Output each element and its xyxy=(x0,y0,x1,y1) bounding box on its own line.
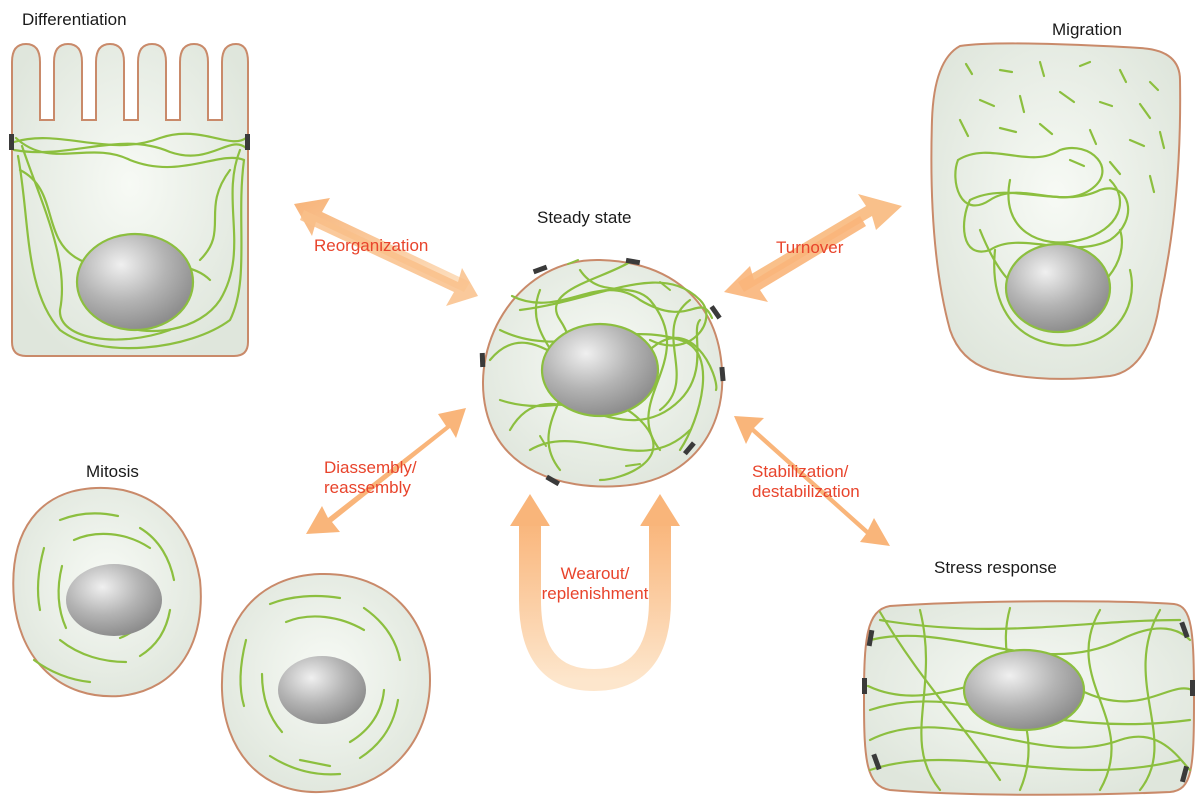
label-disassembly-line1: Diassembly/ xyxy=(324,458,417,478)
label-wearout-line1: Wearout/ xyxy=(540,564,650,584)
label-migration: Migration xyxy=(1052,20,1122,40)
mitosis-cell-right xyxy=(222,574,430,792)
migration-cell xyxy=(931,43,1180,378)
label-stabilization-line1: Stabilization/ xyxy=(752,462,860,482)
junction-marker xyxy=(9,134,14,150)
steady-state-cell xyxy=(480,258,726,487)
label-mitosis: Mitosis xyxy=(86,462,139,482)
label-disassembly-line2: reassembly xyxy=(324,478,417,498)
junction-marker xyxy=(1190,680,1195,696)
stress-response-cell xyxy=(862,601,1195,795)
label-wearout-line2: replenishment xyxy=(540,584,650,604)
label-stabilization: Stabilization/ destabilization xyxy=(752,462,860,502)
label-reorganization: Reorganization xyxy=(314,236,428,256)
mitosis-cell-left xyxy=(13,488,201,696)
junction-marker xyxy=(480,353,485,367)
label-stress-response: Stress response xyxy=(934,558,1057,578)
label-turnover: Turnover xyxy=(776,238,843,258)
junction-marker xyxy=(245,134,250,150)
junction-marker xyxy=(862,678,867,694)
differentiation-cell xyxy=(9,44,250,356)
label-steady-state: Steady state xyxy=(537,208,632,228)
label-stabilization-line2: destabilization xyxy=(752,482,860,502)
label-disassembly: Diassembly/ reassembly xyxy=(324,458,417,498)
label-wearout: Wearout/ replenishment xyxy=(540,564,650,604)
label-differentiation: Differentiation xyxy=(22,10,127,30)
